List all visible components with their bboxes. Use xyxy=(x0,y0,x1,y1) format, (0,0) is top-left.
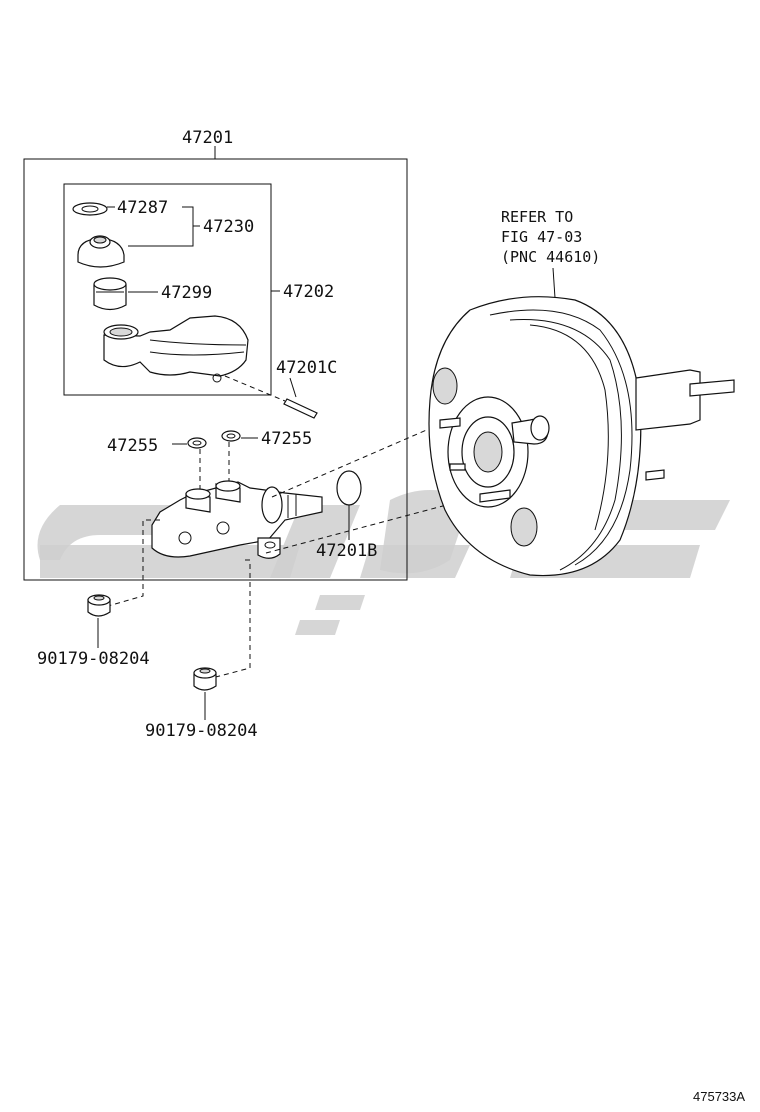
reservoir-box-47202 xyxy=(63,183,272,396)
figure-id: 475733A xyxy=(693,1089,745,1104)
reservoir-cap-47230 xyxy=(77,235,125,268)
label-nut-lower: 90179-08204 xyxy=(145,721,258,741)
label-47299: 47299 xyxy=(161,283,212,303)
label-47255-right: 47255 xyxy=(261,429,312,449)
reservoir-body xyxy=(103,315,249,383)
label-47201C: 47201C xyxy=(276,358,337,378)
label-47202: 47202 xyxy=(283,282,334,302)
label-47201: 47201 xyxy=(182,128,233,148)
refer-note-line1: REFER TO xyxy=(501,208,573,226)
label-47201B: 47201B xyxy=(316,541,377,561)
strainer-47299 xyxy=(93,277,127,311)
refer-note-line2: FIG 47-03 xyxy=(501,228,582,246)
o-ring-47201B xyxy=(336,470,362,506)
cap-gasket-47287 xyxy=(72,202,108,216)
grommet-right-47255 xyxy=(221,430,241,442)
nut-upper xyxy=(87,594,111,617)
label-47287: 47287 xyxy=(117,198,168,218)
label-nut-upper: 90179-08204 xyxy=(37,649,150,669)
brake-booster xyxy=(428,296,735,577)
refer-note-line3: (PNC 44610) xyxy=(501,248,600,266)
grommet-left-47255 xyxy=(187,437,207,449)
pin-47201C xyxy=(283,398,318,419)
label-47255-left: 47255 xyxy=(107,436,158,456)
master-cylinder xyxy=(151,480,323,559)
label-47230: 47230 xyxy=(203,217,254,237)
nut-lower xyxy=(193,667,217,691)
